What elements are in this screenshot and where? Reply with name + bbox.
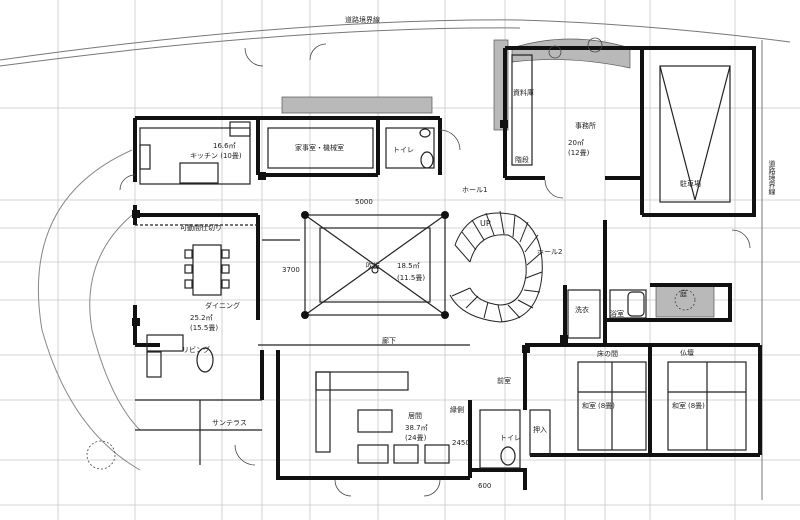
- washitsu2-name-label: 和室: [672, 401, 686, 410]
- butsuma-label: 仏壇: [680, 348, 694, 357]
- hall2-label: ホール2: [537, 248, 562, 256]
- door-swings: [119, 43, 751, 497]
- spiral-staircase: [449, 210, 543, 323]
- hall1-label: ホール1: [462, 186, 487, 194]
- sun-terrace-arcs: [37, 149, 141, 471]
- step-dim: 600: [478, 482, 491, 490]
- small-stairs-label: 階段: [515, 155, 529, 164]
- atrium-tatami-label: (11.5畳): [397, 274, 425, 282]
- sun-terrace-label: サンテラス: [212, 419, 247, 427]
- toilet1-label: トイレ: [393, 146, 414, 154]
- road-boundary: [0, 19, 791, 500]
- salon-tatami-label: (24畳): [405, 434, 427, 442]
- kitchen-name-label: キッチン (10畳): [190, 152, 242, 160]
- ekou-label: 縁側: [450, 405, 464, 414]
- corridor-label: 廊下: [382, 336, 396, 345]
- vertical-boundary-label: 道路境界線: [768, 159, 776, 195]
- hall-width-dim: 5000: [355, 198, 373, 206]
- office-tatami-label: (12畳): [568, 149, 590, 157]
- toilet2-label: トイレ: [500, 434, 521, 442]
- genkan-width-dim: 2450: [452, 439, 470, 447]
- atrium-name-label: 吹抜: [366, 261, 380, 270]
- salon-name-label: 居間: [408, 412, 422, 420]
- trees: [86, 37, 696, 470]
- washroom-label: 洗衣: [575, 305, 589, 314]
- front-room-label: 前室: [497, 376, 511, 385]
- parking-label: 駐車場: [680, 179, 701, 188]
- office-name-label: 事務所: [575, 121, 596, 130]
- oshiire-label: 押入: [533, 425, 547, 434]
- tokonoma-label: 床の間: [597, 349, 618, 358]
- salon-area-label: 38.7㎡: [405, 424, 428, 432]
- road-boundary-label: 道路境界線: [345, 15, 380, 24]
- living-label: リビング: [182, 345, 210, 354]
- living-tatami-label: (15.5畳): [190, 324, 218, 332]
- washitsu1-name-label: 和室: [582, 401, 596, 410]
- bath-label: 浴室: [610, 309, 624, 318]
- storage-label: 資料庫: [513, 88, 534, 97]
- living-area-label: 25.2㎡: [190, 314, 213, 322]
- kitchen-area-label: 16.6㎡: [213, 142, 236, 150]
- office-area-label: 20㎡: [568, 139, 584, 147]
- washitsu1-tatami-label: (8畳): [598, 402, 615, 410]
- hall-height-dim: 3700: [282, 266, 300, 274]
- hedge-planting: [281, 38, 715, 318]
- garden-label: 庭: [680, 289, 687, 298]
- washitsu2-tatami-label: (8畳): [688, 402, 705, 410]
- stairs-up-label: UP: [480, 219, 491, 228]
- interior-walls: [135, 54, 747, 469]
- dining-label: ダイニング: [205, 301, 240, 310]
- columns: [132, 120, 568, 353]
- utility-room-label: 家事室・機械室: [295, 143, 344, 152]
- partition-label: 可動間仕切り: [180, 223, 222, 232]
- exterior-walls: [133, 46, 762, 490]
- atrium-area-label: 18.5㎡: [397, 262, 420, 270]
